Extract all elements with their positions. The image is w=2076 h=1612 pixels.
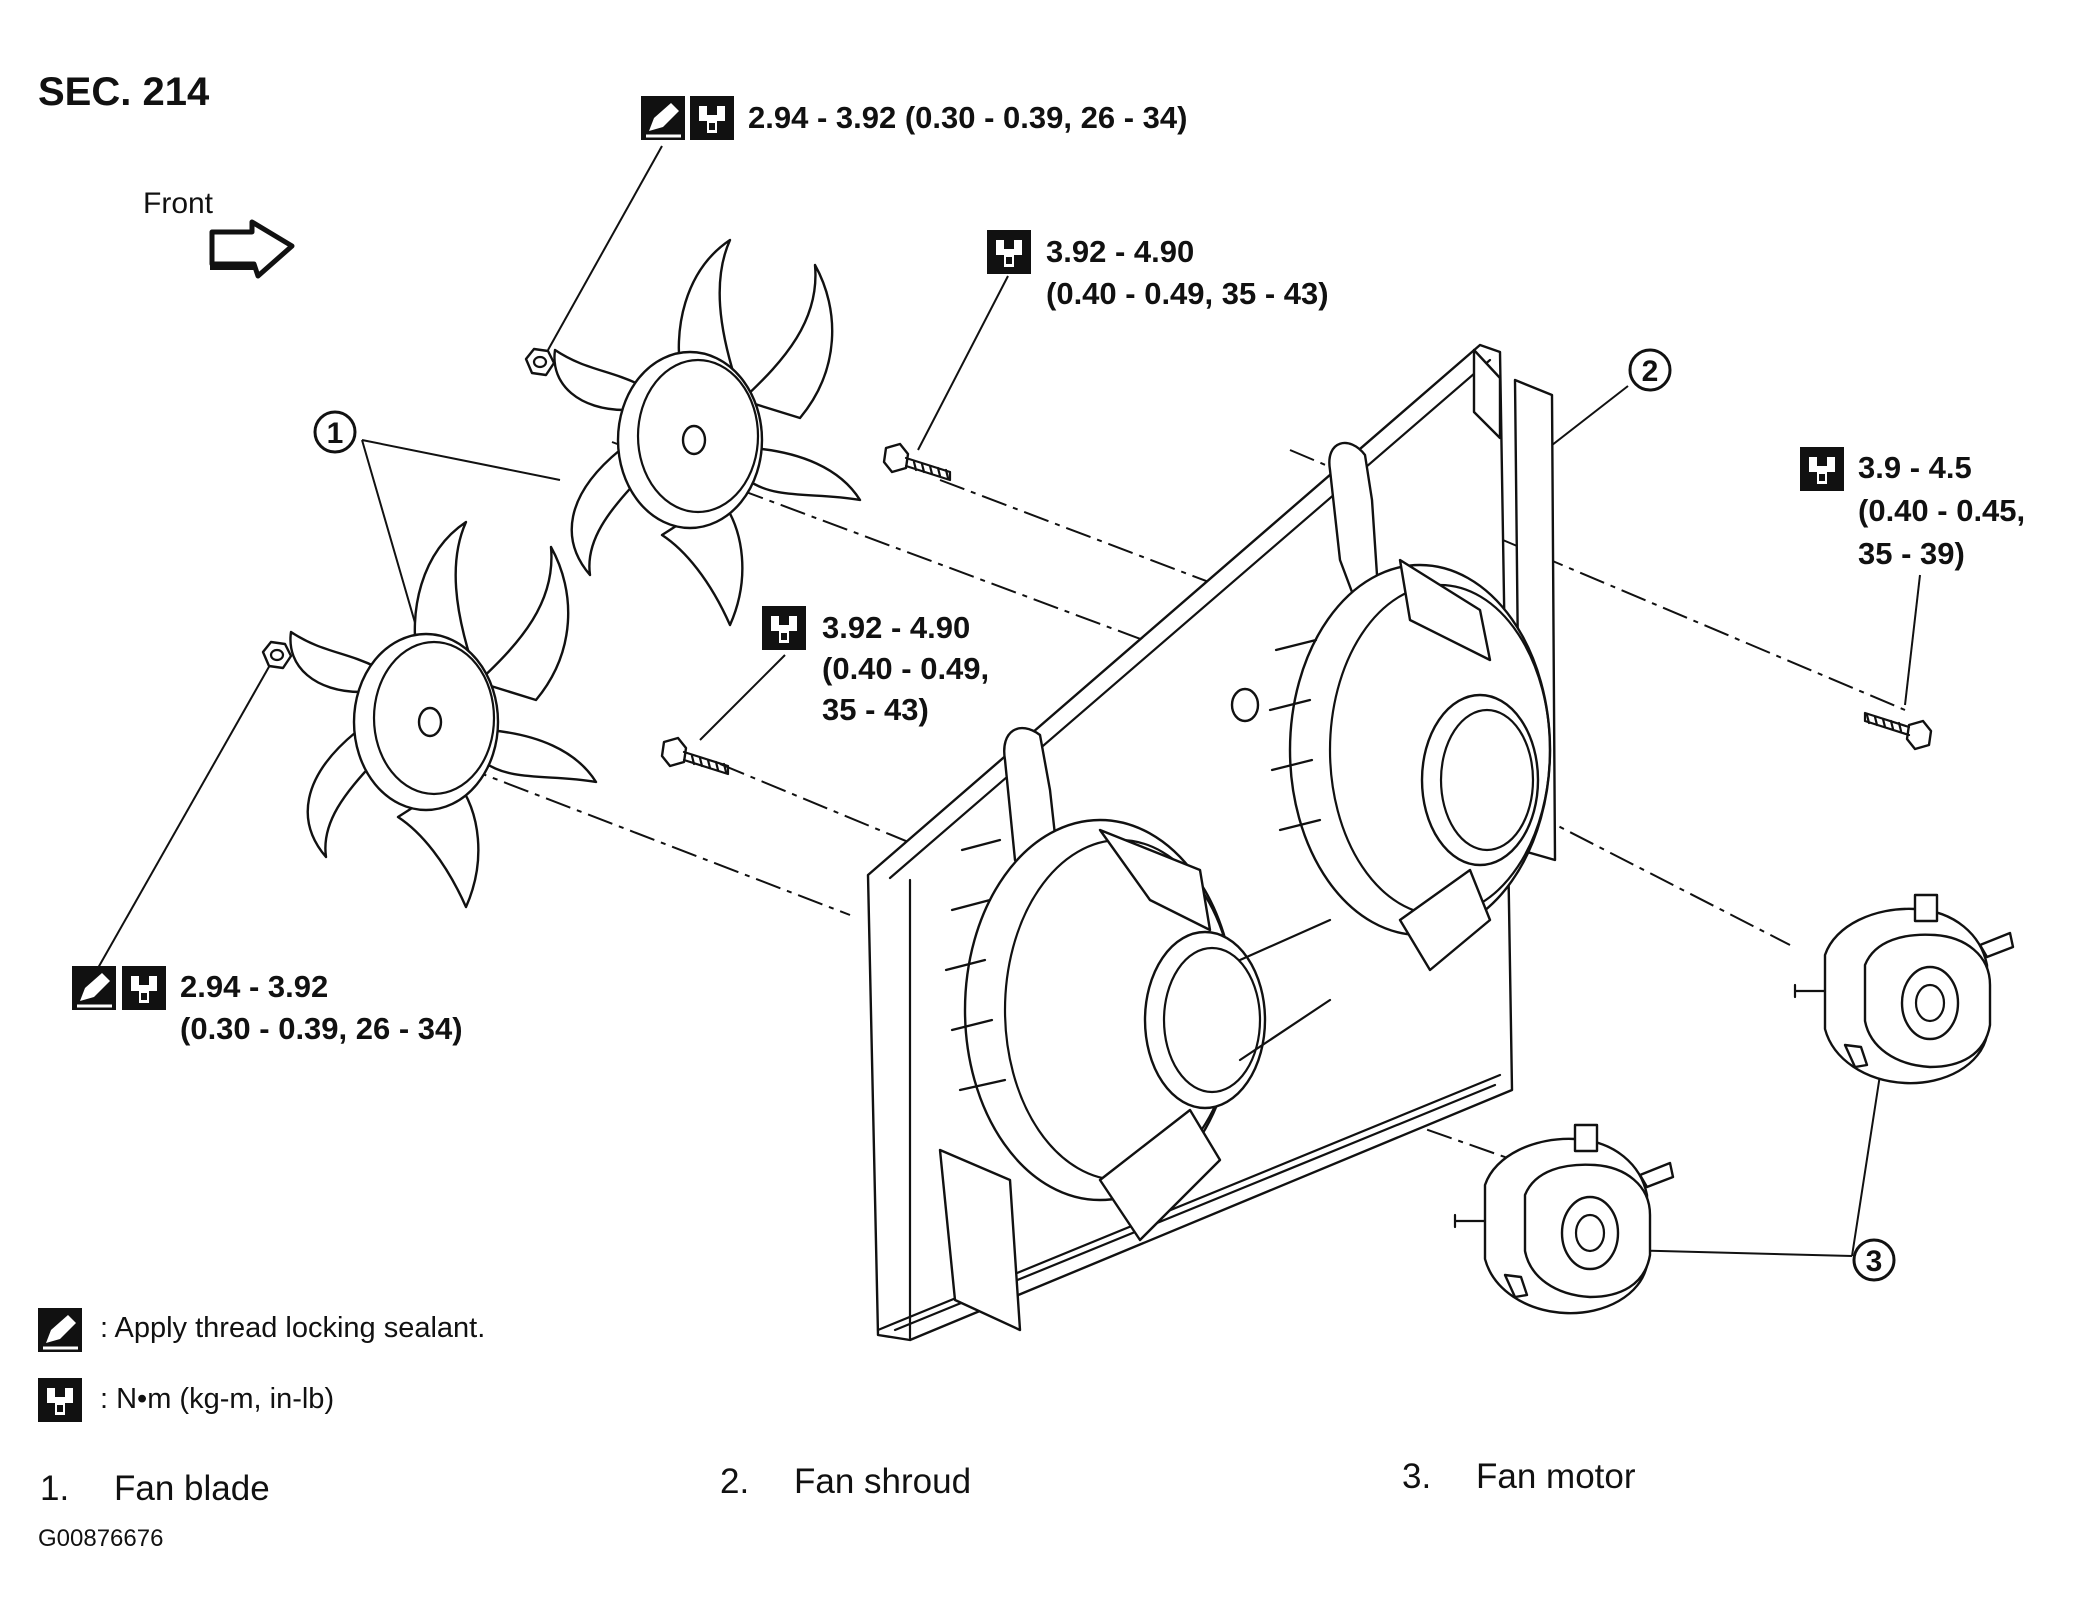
leader-lower-nut bbox=[97, 664, 271, 969]
front-label: Front bbox=[143, 187, 214, 220]
axis-upper-motor bbox=[1409, 749, 1791, 946]
leader-middle-bolt bbox=[699, 654, 786, 741]
torque-wrench-icon bbox=[690, 96, 734, 140]
front-arrow-icon bbox=[209, 219, 295, 279]
svg-text:1: 1 bbox=[327, 417, 344, 450]
part-2-number: 2. bbox=[720, 1462, 749, 1501]
motor-bolt bbox=[1863, 711, 1933, 751]
torque-spec-motor-bolt-line3: 35 - 39) bbox=[1858, 536, 1965, 571]
fan-blade-upper bbox=[553, 238, 862, 627]
legend-torque-icon bbox=[38, 1378, 82, 1422]
legend-sealant-icon bbox=[36, 1306, 84, 1354]
torque-spec-lower-nut-line2: (0.30 - 0.39, 26 - 34) bbox=[180, 1011, 463, 1046]
section-title: SEC. 214 bbox=[38, 70, 210, 114]
sealant-icon bbox=[639, 94, 687, 142]
leader-callout-1 bbox=[361, 439, 561, 641]
axis-lower-blade bbox=[419, 749, 851, 916]
blade-nut-lower bbox=[261, 640, 293, 670]
callout-3: 3 bbox=[1852, 1238, 1896, 1282]
part-1-name: Fan blade bbox=[114, 1469, 270, 1508]
leader-callout-3 bbox=[1619, 1074, 1881, 1257]
fan-motor-upper bbox=[1793, 893, 2015, 1085]
torque-spec-middle-bolt-line2: (0.40 - 0.49, bbox=[822, 651, 989, 686]
callout-1: 1 bbox=[313, 410, 357, 454]
parts-list: 1. Fan blade 2. Fan shroud 3. Fan motor bbox=[40, 1457, 1636, 1508]
torque-wrench-icon bbox=[762, 606, 806, 650]
figure-code: G00876676 bbox=[38, 1525, 163, 1552]
axis-upper-bolt bbox=[939, 479, 1231, 591]
torque-spec-middle-bolt-line1: 3.92 - 4.90 bbox=[822, 610, 970, 645]
part-3-name: Fan motor bbox=[1476, 1457, 1636, 1496]
shroud-bolt-middle bbox=[660, 736, 730, 776]
torque-spec-upper-blade-nut: 2.94 - 3.92 (0.30 - 0.39, 26 - 34) bbox=[748, 100, 1187, 135]
sealant-icon bbox=[70, 964, 118, 1012]
part-2-name: Fan shroud bbox=[794, 1462, 971, 1501]
svg-text:3: 3 bbox=[1866, 1245, 1883, 1278]
part-3-number: 3. bbox=[1402, 1457, 1431, 1496]
fan-motor-lower bbox=[1453, 1123, 1675, 1315]
legend-torque-text: : N•m (kg-m, in-lb) bbox=[100, 1383, 334, 1415]
torque-spec-upper-bolt-line2: (0.40 - 0.49, 35 - 43) bbox=[1046, 276, 1329, 311]
torque-spec-motor-bolt-line1: 3.9 - 4.5 bbox=[1858, 450, 1972, 485]
torque-spec-motor-bolt-line2: (0.40 - 0.45, bbox=[1858, 493, 2025, 528]
torque-spec-upper-bolt-line1: 3.92 - 4.90 bbox=[1046, 234, 1194, 269]
torque-spec-lower-nut-line1: 2.94 - 3.92 bbox=[180, 969, 328, 1004]
legend-sealant-text: : Apply thread locking sealant. bbox=[100, 1312, 485, 1344]
callout-2: 2 bbox=[1628, 348, 1672, 392]
blade-nut-upper bbox=[524, 347, 556, 377]
torque-wrench-icon bbox=[1800, 447, 1844, 491]
leader-upper-nut bbox=[547, 145, 663, 351]
shroud-bolt-upper bbox=[882, 442, 952, 482]
leader-motor-bolt bbox=[1904, 574, 1921, 706]
torque-wrench-icon bbox=[122, 966, 166, 1010]
torque-wrench-icon bbox=[987, 230, 1031, 274]
leader-upper-bolt bbox=[917, 275, 1009, 451]
svg-text:2: 2 bbox=[1642, 355, 1659, 388]
fan-shroud bbox=[866, 343, 1557, 1342]
torque-spec-middle-bolt-line3: 35 - 43) bbox=[822, 692, 929, 727]
axis-middle-bolt bbox=[719, 763, 1001, 881]
part-1-number: 1. bbox=[40, 1469, 69, 1508]
fan-blade-lower bbox=[289, 520, 598, 909]
